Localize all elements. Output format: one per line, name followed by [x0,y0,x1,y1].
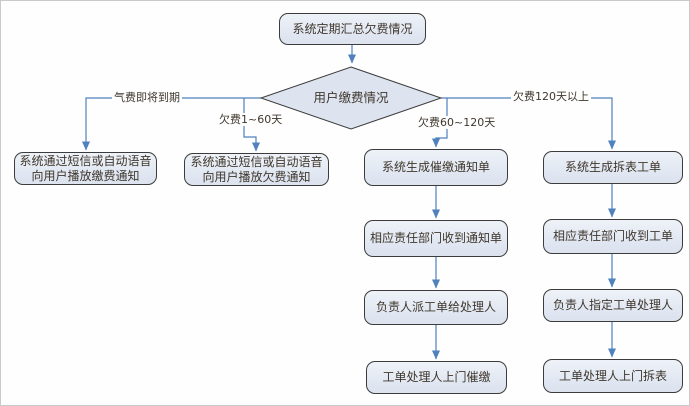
node-dept-receives-notice: 相应责任部门收到通知单 [364,220,508,257]
edge-label-arrears-120-plus-days: 欠费120天以上 [511,90,591,103]
edge-label-arrears-60-120-days: 欠费60~120天 [416,116,498,129]
edge-label-arrears-1-60-days: 欠费1~60天 [217,113,285,126]
node-generate-reminder-notice: 系统生成催缴通知单 [364,149,508,186]
decision-diamond-shape [259,66,443,130]
edge-label-gas-fee-due-soon: 气费即将到期 [112,91,182,104]
arrow-due-soon-branch [82,97,261,151]
node-dept-receives-order: 相应责任部门收到工单 [543,219,683,254]
node-generate-meter-removal-order: 系统生成拆表工单 [543,151,683,184]
decision-payment-status-label: 用户缴费情况 [313,90,389,105]
node-leader-assigns-handler: 负责人指定工单处理人 [543,289,683,322]
node-system-summarize-arrears: 系统定期汇总欠费情况 [279,13,426,45]
node-handler-door-collection: 工单处理人上门催缴 [366,361,507,394]
node-sms-payment-notice: 系统通过短信或自动语音向用户播放缴费通知 [14,152,157,185]
node-leader-dispatches-order: 负责人派工单给处理人 [364,290,508,325]
node-handler-removes-meter: 工单处理人上门拆表 [543,359,683,393]
node-sms-arrears-notice: 系统通过短信或自动语音向用户播放欠费通知 [184,153,329,186]
arrow-arrears-120-plus-branch [441,97,616,150]
